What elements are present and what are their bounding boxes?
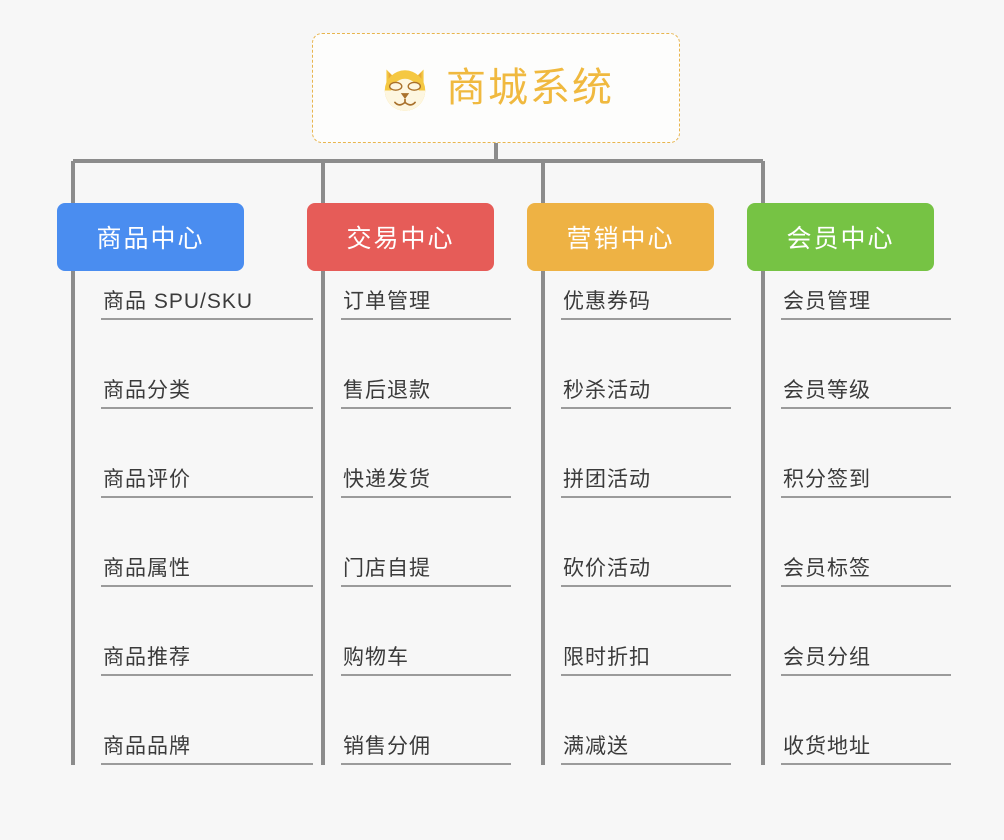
leaf-item[interactable]: 购物车: [341, 646, 511, 676]
leaf-item[interactable]: 砍价活动: [561, 557, 731, 587]
leaf-item[interactable]: 商品分类: [101, 379, 313, 409]
leaf-item[interactable]: 订单管理: [341, 290, 511, 320]
leaf-item[interactable]: 会员分组: [781, 646, 951, 676]
shiba-inu-dog-face-icon: [384, 69, 426, 111]
leaf-item[interactable]: 商品推荐: [101, 646, 313, 676]
leaf-item[interactable]: 销售分佣: [341, 735, 511, 765]
leaf-item[interactable]: 快递发货: [341, 468, 511, 498]
branch-column: 会员中心会员管理会员等级积分签到会员标签会员分组收货地址: [747, 203, 951, 765]
leaf-item[interactable]: 商品评价: [101, 468, 313, 498]
root-node[interactable]: 商城系统: [312, 33, 680, 143]
leaf-item[interactable]: 会员标签: [781, 557, 951, 587]
leaf-item[interactable]: 商品品牌: [101, 735, 313, 765]
leaf-item[interactable]: 商品 SPU/SKU: [101, 290, 313, 320]
leaf-item[interactable]: 商品属性: [101, 557, 313, 587]
leaf-item[interactable]: 门店自提: [341, 557, 511, 587]
leaf-item[interactable]: 满减送: [561, 735, 731, 765]
leaf-item[interactable]: 拼团活动: [561, 468, 731, 498]
branch-header-2[interactable]: 交易中心: [307, 203, 494, 271]
leaf-item[interactable]: 售后退款: [341, 379, 511, 409]
leaf-item[interactable]: 积分签到: [781, 468, 951, 498]
branch-column: 营销中心优惠券码秒杀活动拼团活动砍价活动限时折扣满减送: [527, 203, 731, 765]
leaf-item[interactable]: 会员管理: [781, 290, 951, 320]
leaf-item[interactable]: 收货地址: [781, 735, 951, 765]
root-title: 商城系统: [446, 66, 614, 110]
branch-header-3[interactable]: 营销中心: [527, 203, 714, 271]
branch-column: 交易中心订单管理售后退款快递发货门店自提购物车销售分佣: [307, 203, 511, 765]
leaf-item[interactable]: 秒杀活动: [561, 379, 731, 409]
leaf-item[interactable]: 限时折扣: [561, 646, 731, 676]
leaf-item[interactable]: 优惠券码: [561, 290, 731, 320]
branch-column: 商品中心商品 SPU/SKU 商品分类商品评价商品属性商品推荐商品品牌: [57, 203, 313, 765]
branch-header-1[interactable]: 商品中心: [57, 203, 244, 271]
leaf-item[interactable]: 会员等级: [781, 379, 951, 409]
branch-header-4[interactable]: 会员中心: [747, 203, 934, 271]
